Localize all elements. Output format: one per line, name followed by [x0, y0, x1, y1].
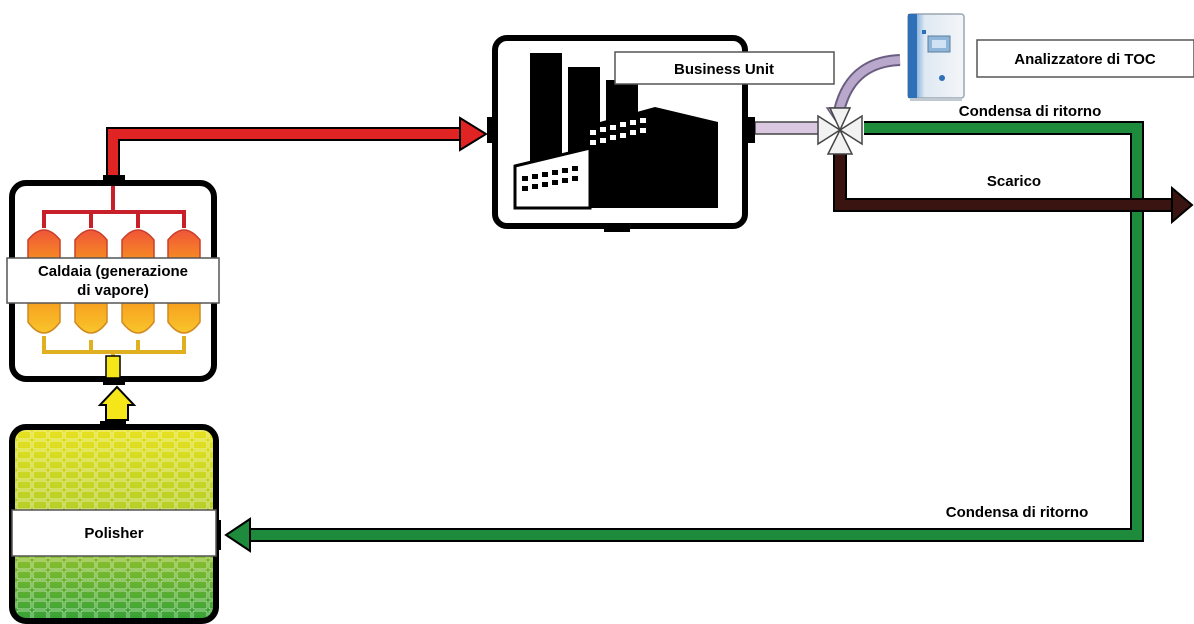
- toc-analyzer-device-icon: [907, 13, 965, 101]
- condensate-return-bottom-label: Condensa di ritorno: [946, 504, 1089, 521]
- boiler-label-line2: di vapore): [77, 282, 149, 299]
- drain-label: Scarico: [987, 173, 1041, 190]
- return-arrowhead: [224, 517, 251, 553]
- condensate-return-top-label: Condensa di ritorno: [959, 103, 1102, 120]
- business-unit: Business Unit: [487, 35, 835, 232]
- boiler-lower-drums: [27, 301, 201, 334]
- boiler-label-line1: Caldaia (generazione: [38, 263, 188, 280]
- steam-arrowhead: [459, 116, 488, 152]
- boiler-label: Caldaia (generazione di vapore): [6, 257, 220, 304]
- condensate-return-pipe: [224, 121, 1144, 553]
- toc-analyzer-label-text: Analizzatore di TOC: [1014, 51, 1156, 68]
- business-unit-label-text: Business Unit: [674, 61, 774, 78]
- toc-analyzer-label: Analizzatore di TOC: [976, 39, 1194, 78]
- feed-pipe: [97, 385, 137, 421]
- drain-pipe: [833, 152, 1194, 225]
- boiler: Caldaia (generazione di vapore): [6, 175, 220, 385]
- factory-building-icon: [513, 53, 718, 210]
- boiler-upper-drums: [27, 229, 201, 263]
- three-way-valve-icon: [817, 107, 863, 155]
- toc-analyzer: Analizzatore di TOC: [825, 13, 1194, 126]
- polisher: Polisher: [9, 421, 221, 624]
- steam-pipe: [106, 116, 488, 183]
- polisher-label-text: Polisher: [84, 525, 143, 542]
- polisher-label: Polisher: [11, 509, 217, 557]
- business-unit-label: Business Unit: [614, 51, 835, 85]
- sample-pipe: [754, 121, 828, 135]
- feed-arrow: [97, 385, 137, 421]
- drain-arrowhead: [1171, 185, 1194, 225]
